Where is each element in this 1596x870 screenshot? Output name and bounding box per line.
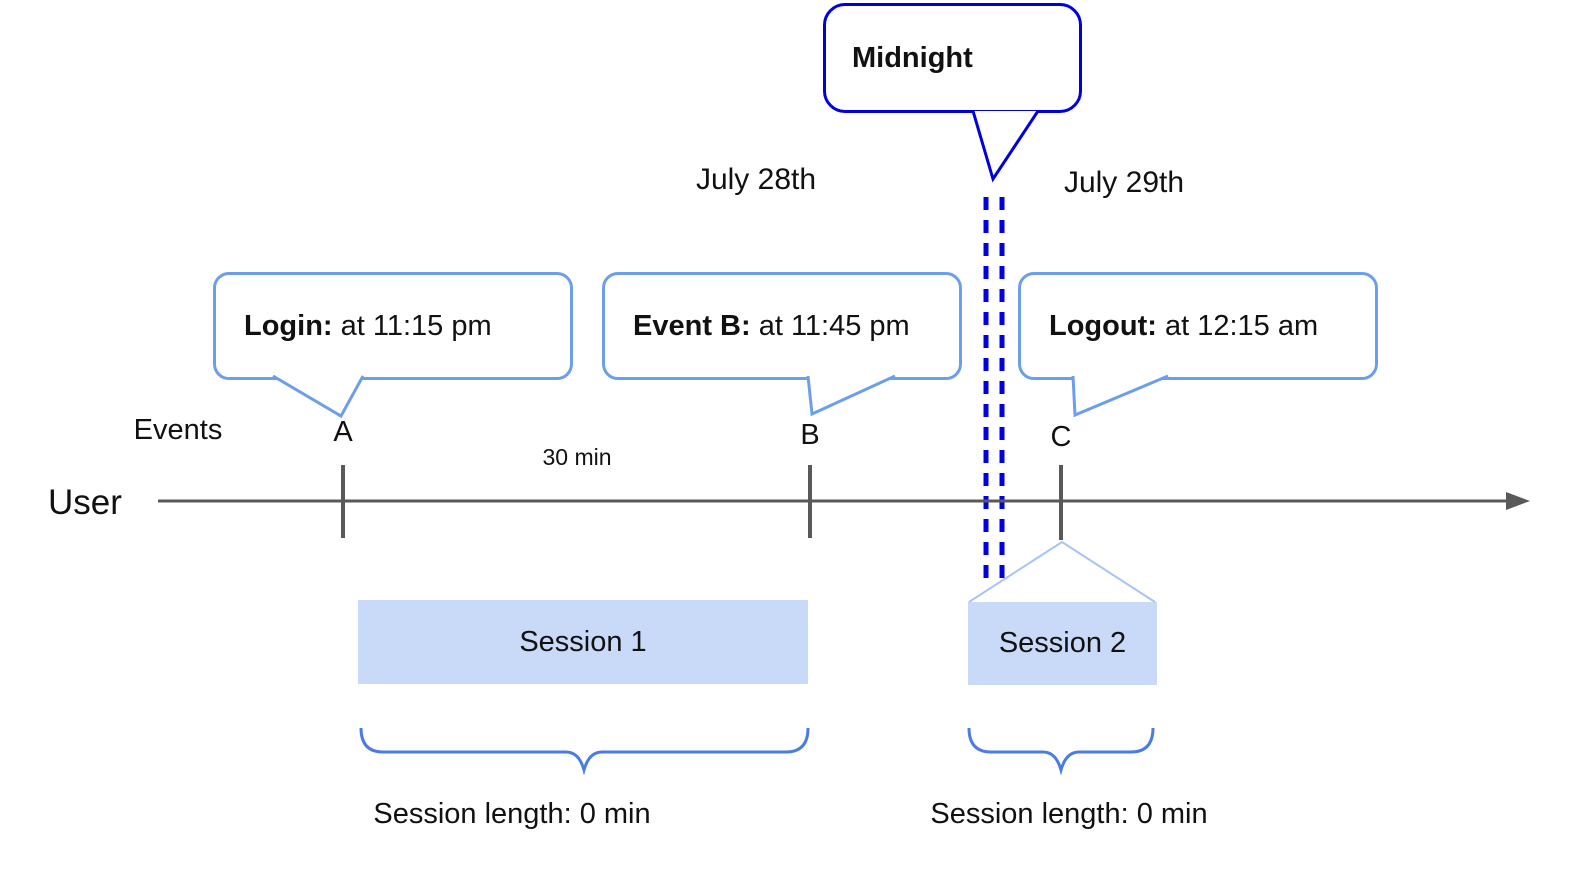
midnight-callout: Midnight	[823, 3, 1082, 113]
session-2-brace	[967, 727, 1155, 776]
session-2-wedge-right	[1061, 541, 1156, 603]
login-callout-tail	[272, 374, 365, 419]
tick-label-c: C	[1050, 421, 1072, 453]
event-b-callout-title: Event B:	[633, 309, 751, 342]
login-callout: Login: at 11:15 pm	[213, 272, 573, 380]
logout-callout-title: Logout:	[1049, 309, 1157, 342]
logout-callout: Logout: at 12:15 am	[1018, 272, 1378, 380]
logout-callout-text: Logout: at 12:15 am	[1021, 310, 1318, 343]
logout-callout-tail	[1071, 374, 1169, 418]
event-b-callout-text: Event B: at 11:45 pm	[605, 310, 910, 343]
session-1-box: Session 1	[358, 600, 808, 684]
events-axis-label: Events	[133, 414, 223, 446]
event-b-callout-tail	[806, 374, 896, 417]
date-label-july-29: July 29th	[1063, 166, 1185, 199]
session-2-length-label: Session length: 0 min	[930, 798, 1208, 830]
session-2-box: Session 2	[968, 602, 1157, 685]
timeline-arrow-head	[1506, 492, 1530, 510]
tick-label-a: A	[333, 416, 353, 448]
event-b-callout: Event B: at 11:45 pm	[602, 272, 962, 380]
tick-label-b: B	[800, 419, 820, 451]
interval-label: 30 min	[542, 444, 612, 470]
date-label-july-28: July 28th	[695, 163, 817, 196]
session-2-wedge-left	[968, 541, 1063, 603]
session-1-length-label: Session length: 0 min	[373, 798, 651, 830]
login-callout-detail: at 11:15 pm	[332, 309, 492, 342]
login-callout-text: Login: at 11:15 pm	[216, 310, 492, 343]
session-2-label: Session 2	[998, 627, 1127, 659]
session-1-label: Session 1	[519, 625, 647, 658]
session-1-brace	[359, 727, 810, 776]
midnight-callout-tail	[971, 110, 1040, 183]
user-axis-label: User	[48, 483, 122, 522]
event-b-callout-detail: at 11:45 pm	[750, 309, 910, 342]
logout-callout-detail: at 12:15 am	[1156, 309, 1319, 342]
login-callout-title: Login:	[244, 309, 333, 342]
midnight-label: Midnight	[852, 41, 973, 74]
